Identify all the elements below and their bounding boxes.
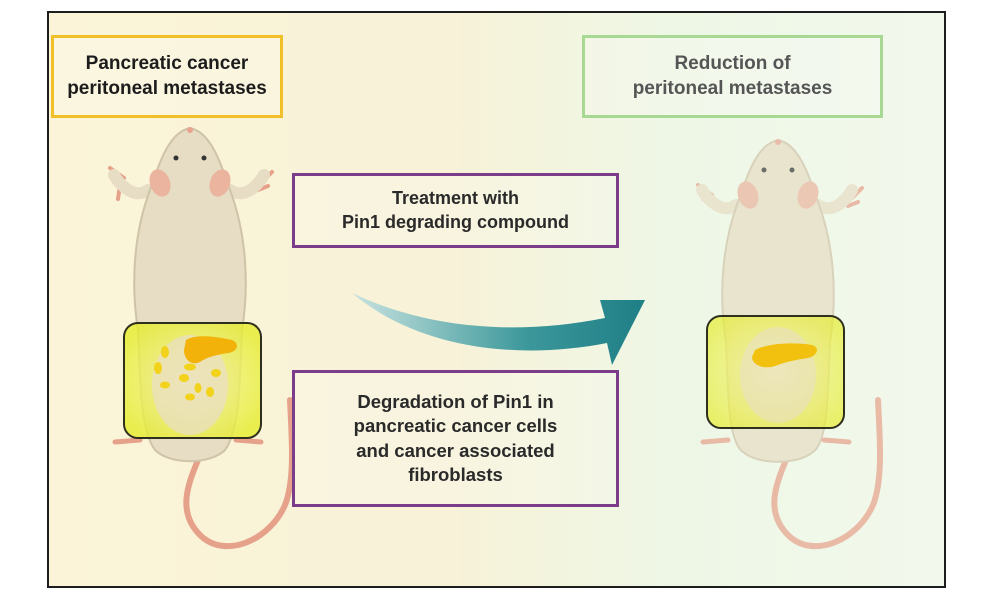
label-line: Degradation of Pin1 in [357,391,554,413]
label-line: Pin1 degrading compound [341,211,569,232]
label-reduction: Reduction of peritoneal metastases [582,35,883,118]
metastases-dots [154,346,221,401]
pancreas-healthy [752,343,817,368]
label-treatment: Treatment with Pin1 degrading compound [292,173,619,248]
label-line: Reduction of [674,52,791,74]
curved-arrow-icon [352,293,645,365]
label-line: and cancer associated [356,439,555,461]
label-line: fibroblasts [408,463,503,485]
label-line: peritoneal metastases [67,77,267,99]
label-degradation: Degradation of Pin1 in pancreatic cancer… [292,370,619,507]
label-line: Pancreatic cancer [85,52,249,74]
label-line: peritoneal metastases [632,77,833,99]
label-line: Treatment with [391,188,519,209]
label-pancreatic-cancer: Pancreatic cancer peritoneal metastases [51,35,283,118]
label-line: pancreatic cancer cells [353,415,558,437]
pancreas-tumor [184,336,237,364]
